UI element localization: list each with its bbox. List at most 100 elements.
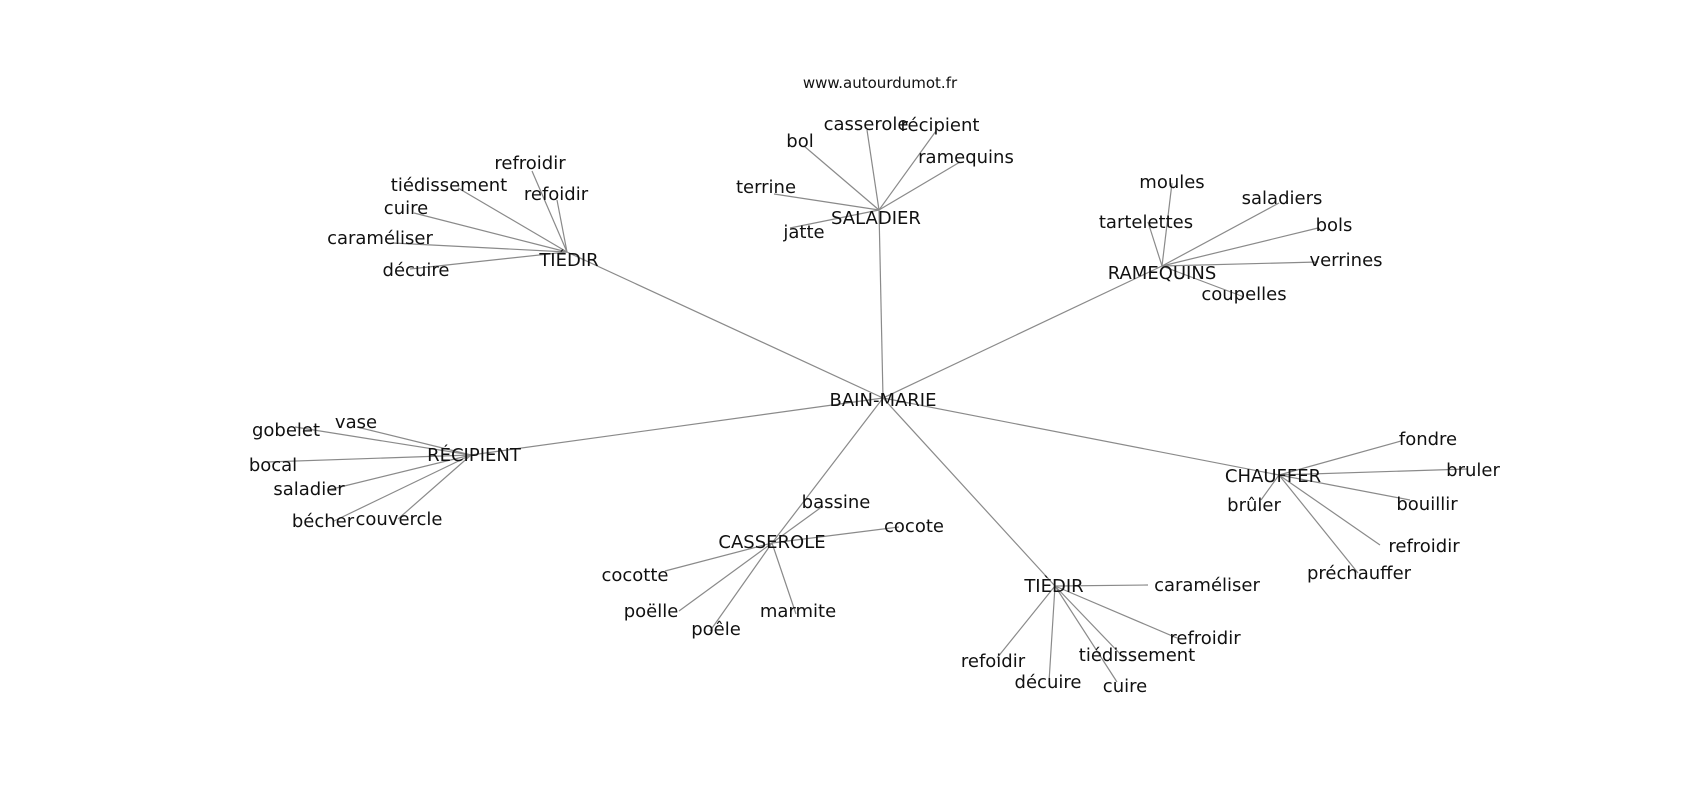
edge-hub-to-word (409, 251, 568, 270)
word-node[interactable]: tartelettes (1099, 212, 1193, 233)
word-node[interactable]: bols (1316, 215, 1353, 236)
edge-hub-to-word (392, 242, 568, 253)
word-node[interactable]: bouillir (1396, 494, 1458, 515)
edge-hub-to-word (773, 193, 880, 211)
word-node[interactable]: tiédissement (1079, 645, 1195, 666)
word-node[interactable]: marmite (760, 601, 836, 622)
word-node[interactable]: fondre (1399, 429, 1457, 450)
hub-node[interactable]: RAMEQUINS (1108, 263, 1217, 284)
word-node[interactable]: décuire (383, 260, 450, 281)
word-node[interactable]: bocal (249, 455, 297, 476)
word-node[interactable]: saladier (273, 479, 345, 500)
edge-hub-to-word (266, 454, 472, 463)
hub-node[interactable]: TIÈDIR (1023, 575, 1083, 597)
edge-hub-to-word (1161, 202, 1280, 267)
edge-hub-to-word (356, 426, 472, 456)
word-node[interactable]: casserole (824, 114, 909, 135)
center-node[interactable]: BAIN-MARIE (830, 390, 937, 411)
word-node[interactable]: poêle (691, 619, 741, 640)
edge-center-to-hub (470, 397, 884, 456)
edge-hub-to-word (327, 454, 472, 491)
edge-hub-to-word (1147, 221, 1163, 267)
word-node[interactable]: brûler (1227, 495, 1281, 516)
word-node[interactable]: refoidir (961, 651, 1026, 672)
word-node[interactable]: préchauffer (1307, 563, 1412, 584)
edge-hub-to-word (771, 526, 900, 544)
edge-hub-to-word (1278, 474, 1381, 546)
edge-hub-to-word (1161, 265, 1245, 298)
edge-hub-to-word (531, 170, 568, 253)
word-node[interactable]: jatte (782, 222, 824, 243)
word-node[interactable]: bol (786, 131, 813, 152)
edge-hub-to-word (397, 454, 472, 520)
edge-hub-to-word (333, 454, 472, 522)
edge-hub-to-word (1161, 227, 1319, 267)
edge-center-to-hub (878, 209, 884, 399)
edge-hub-to-word (413, 212, 568, 253)
edge-hub-to-word (1278, 440, 1402, 476)
edge-center-to-hub (882, 265, 1163, 399)
word-node[interactable]: poëlle (624, 601, 679, 622)
edge-hub-to-word (1054, 585, 1118, 683)
source-link[interactable]: www.autourdumot.fr (803, 74, 958, 92)
edge-hub-to-word (678, 542, 773, 612)
edge-hub-to-word (1278, 468, 1468, 476)
edge-center-to-hub (566, 251, 884, 399)
word-node[interactable]: décuire (1015, 672, 1082, 693)
edge-hub-to-word (771, 542, 797, 615)
word-node[interactable]: caraméliser (1154, 575, 1260, 596)
hub-node[interactable]: TIÉDIR (538, 249, 598, 271)
edge-hub-to-word (1161, 261, 1319, 267)
word-node[interactable]: caraméliser (327, 228, 433, 249)
word-node[interactable]: cocotte (601, 565, 668, 586)
edge-hub-to-word (803, 145, 880, 211)
edge-hub-to-word (664, 542, 773, 572)
edge-hub-to-word (866, 129, 880, 211)
word-node[interactable]: refroidir (1388, 536, 1460, 557)
word-node[interactable]: bécher (292, 511, 355, 532)
edge-hub-to-word (1054, 585, 1125, 659)
edge-hub-to-word (556, 199, 568, 253)
edge-center-to-hub (882, 397, 1056, 587)
edge-hub-to-word (1161, 182, 1173, 267)
word-node[interactable]: terrine (736, 177, 796, 198)
edge-hub-to-word (1054, 585, 1178, 639)
word-node[interactable]: ramequins (918, 147, 1014, 168)
word-node[interactable]: cuire (384, 198, 428, 219)
word-node[interactable]: coupelles (1201, 284, 1286, 305)
word-node[interactable]: gobelet (252, 420, 320, 441)
hub-node[interactable]: CASSEROLE (718, 532, 825, 553)
word-node[interactable]: refoidir (524, 184, 589, 205)
word-node[interactable]: refroidir (1169, 628, 1241, 649)
edge-center-to-hub (771, 397, 884, 544)
edge-hub-to-word (1054, 584, 1149, 587)
word-node[interactable]: refroidir (494, 153, 566, 174)
edge-hub-to-word (878, 130, 937, 211)
word-node[interactable]: saladiers (1242, 188, 1323, 209)
word-node[interactable]: cocote (884, 516, 944, 537)
word-node[interactable]: bruler (1446, 460, 1500, 481)
word-node[interactable]: tiédissement (391, 175, 507, 196)
edge-center-to-hub (882, 397, 1280, 476)
word-node[interactable]: vase (335, 412, 377, 433)
word-node[interactable]: couvercle (355, 509, 442, 530)
hub-node[interactable]: RÉCIPIENT (427, 444, 522, 466)
hub-node[interactable]: SALADIER (831, 208, 921, 229)
edge-hub-to-word (709, 542, 773, 632)
word-node[interactable]: moules (1139, 172, 1204, 193)
edge-hub-to-word (878, 161, 961, 211)
word-node[interactable]: verrines (1309, 250, 1382, 271)
word-node[interactable]: cuire (1103, 676, 1147, 697)
word-node[interactable]: bassine (802, 492, 871, 513)
word-node[interactable]: récipient (901, 115, 980, 136)
edge-hub-to-word (996, 585, 1056, 659)
edge-hub-to-word (294, 426, 472, 456)
edge-hub-to-word (1278, 474, 1359, 574)
edges-layer (266, 129, 1468, 683)
edge-hub-to-word (789, 209, 880, 229)
edge-hub-to-word (1048, 585, 1056, 683)
hub-node[interactable]: CHAUFFER (1225, 466, 1321, 487)
edge-hub-to-word (457, 187, 568, 253)
